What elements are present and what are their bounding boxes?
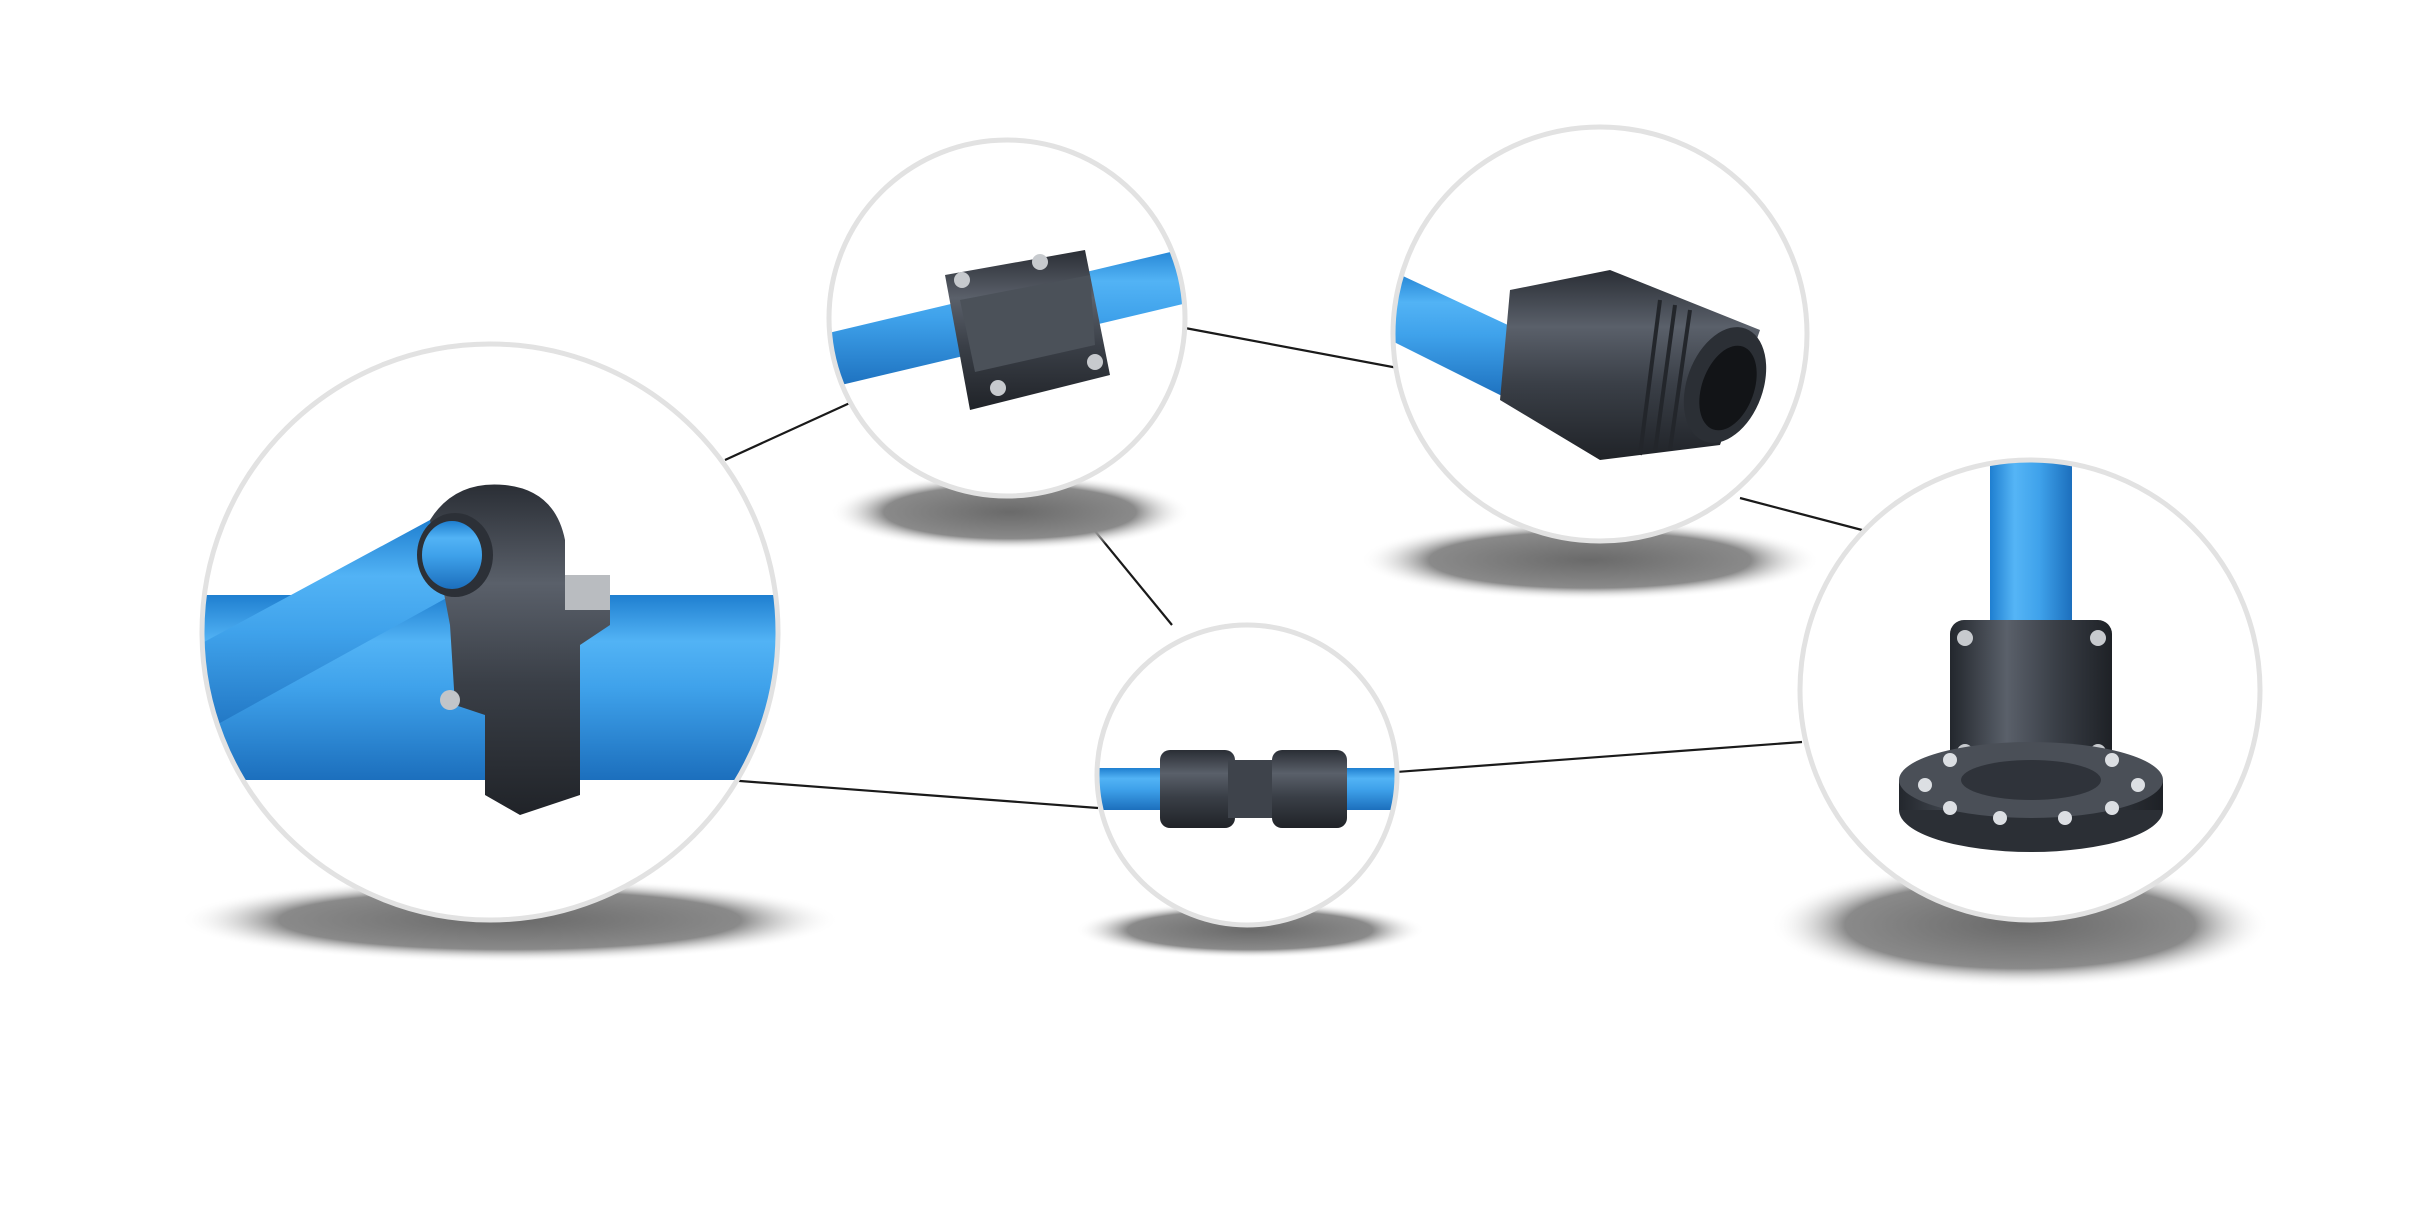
connector-line [726,778,1099,810]
connector-line [1395,740,1803,774]
connector-line [724,400,853,462]
shadow [830,474,1190,550]
tee-clamp-bubble [199,341,781,923]
connector-line [1184,326,1399,370]
flange-bubble [1797,457,2263,923]
threaded-adapter-bubble [1390,124,1810,544]
straight-union-bubble [1094,622,1400,928]
shadow [1360,520,1820,600]
shadow [1075,902,1425,958]
shadow [1770,863,2270,987]
coupling-bubble [826,137,1188,499]
connector-line [1739,496,1863,532]
